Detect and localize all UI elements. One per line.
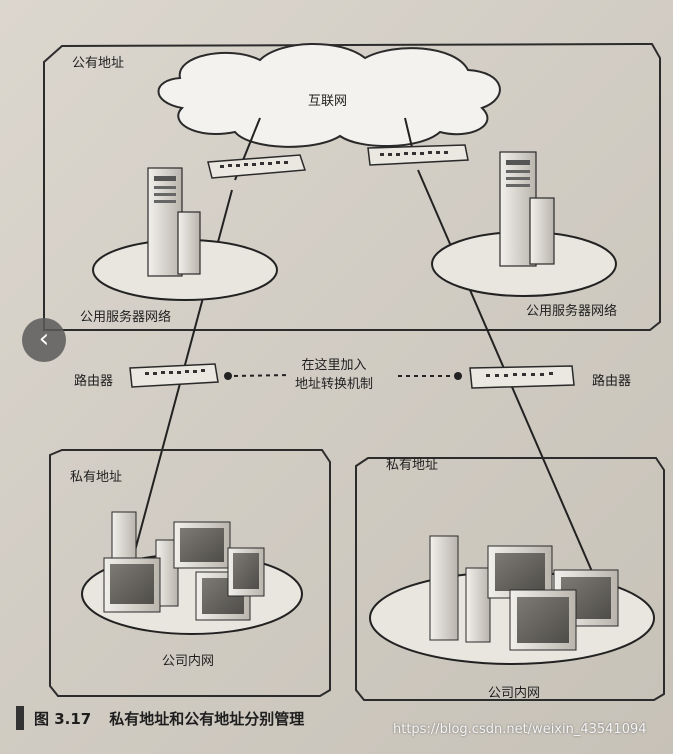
lan-right-devices [429,535,619,651]
switch-left [207,154,307,179]
lan-left-devices [103,511,265,621]
router-left [129,363,219,388]
private-region-left-label: 私有地址 [70,470,123,485]
caption-marker [16,706,24,730]
internet-cloud [157,42,501,148]
internet-label: 互联网 [308,94,348,109]
router-right [469,365,575,389]
server-right [499,151,555,267]
switch-right [367,144,469,166]
nat-dash-left [233,374,291,377]
server-network-left-label: 公用服务器网络 [80,310,172,325]
chevron-left-icon: ‹ [38,324,50,354]
watermark-url: https://blog.csdn.net/weixin_43541094 [393,722,647,737]
prev-image-button[interactable]: ‹ [22,318,66,362]
router-right-label: 路由器 [592,374,632,389]
router-left-label: 路由器 [74,374,114,389]
figure-caption: 图 3.17 私有地址和公有地址分别管理 [34,708,304,729]
nat-point-right [454,372,462,380]
nat-note-line2: 地址转换机制 [295,377,374,392]
figure-number: 图 3.17 [34,710,92,728]
lan-left-label: 公司内网 [162,654,215,669]
private-region-right-border [355,457,665,701]
nat-point-left [224,372,232,380]
lan-right-label: 公司内网 [488,686,541,701]
figure-title: 私有地址和公有地址分别管理 [109,710,305,728]
public-region-label: 公有地址 [72,56,125,71]
public-region-border [43,42,661,331]
server-left [147,167,201,277]
private-region-right-label: 私有地址 [386,458,439,473]
nat-note-line1: 在这里加入 [301,358,367,373]
private-region-left-border [49,449,331,697]
nat-note: 在这里加入 地址转换机制 [295,356,373,394]
server-network-right-label: 公用服务器网络 [526,304,618,319]
